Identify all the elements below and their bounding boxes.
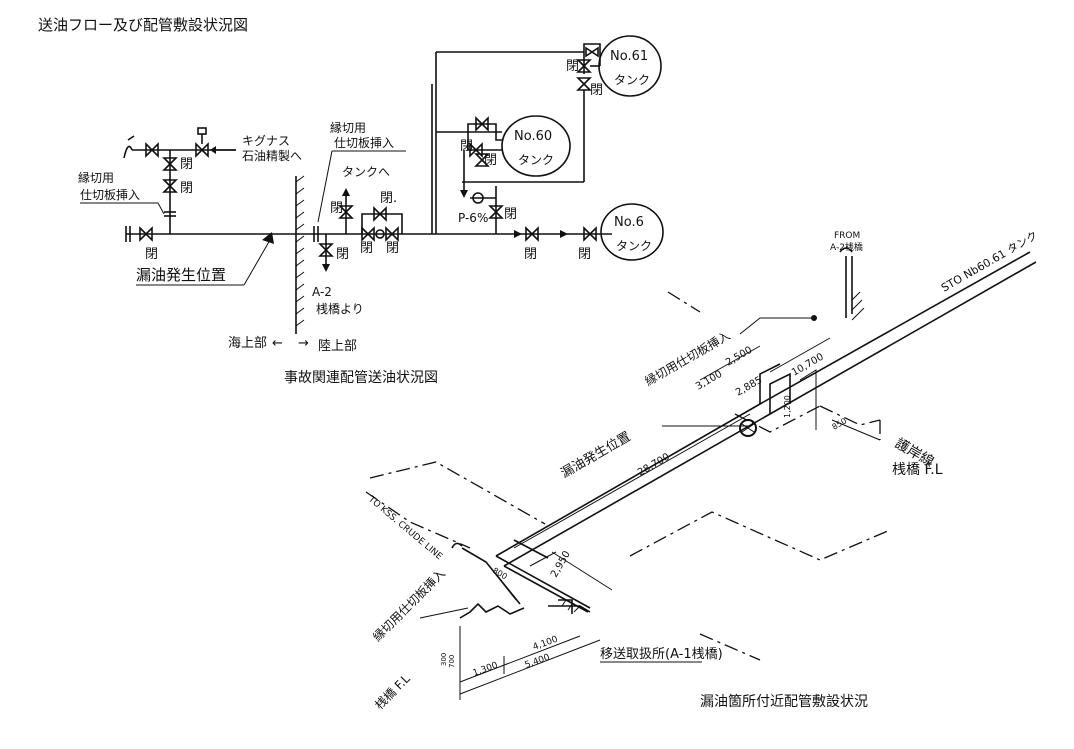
pier-fl-label: 桟橋 F.L bbox=[892, 462, 943, 478]
arrow-up-icon bbox=[342, 188, 350, 196]
valve-icon bbox=[162, 157, 178, 171]
valve-status-label: 閉 bbox=[460, 139, 473, 154]
to-tank-label: STO Nb60.61 タンク bbox=[939, 229, 1040, 295]
valve-icon bbox=[525, 226, 539, 242]
tank-60-label: タンク bbox=[518, 153, 554, 167]
valve-icon bbox=[583, 226, 597, 242]
land-side-label: 陸上部 bbox=[318, 338, 357, 354]
dimension-label: 3,100 bbox=[694, 369, 724, 393]
dimension-label: 300 bbox=[440, 653, 448, 666]
valve-status-label: 閉 bbox=[524, 247, 537, 262]
tank-61-number: No.61 bbox=[610, 49, 648, 64]
valve-icon bbox=[373, 206, 387, 222]
tank-6-number: No.6 bbox=[614, 215, 644, 230]
tank-61 bbox=[598, 35, 662, 97]
arrow-up-icon bbox=[322, 264, 330, 272]
leak-location-label: 漏油発生位置 bbox=[136, 266, 226, 284]
flow-diagram: 閉 閉 閉 キグナス 石油精製へ bbox=[78, 35, 664, 386]
boundary-wall bbox=[295, 175, 305, 334]
pier-fl-label: 桟橋 F.L bbox=[372, 671, 413, 712]
arrow-right-icon bbox=[514, 230, 522, 238]
valve-status-label: 閉 bbox=[180, 181, 193, 196]
valve-status-label: 閉 bbox=[180, 157, 193, 172]
isometric-diagram: FROM A-2桟橋 STO Nb60.61 タンク 縁切用仕切板挿入 漏油発生… bbox=[365, 229, 1040, 712]
valve-icon bbox=[361, 226, 375, 242]
tank-6 bbox=[600, 203, 664, 261]
arrow-left-icon bbox=[210, 146, 236, 154]
transfer-station-label: 移送取扱所(A-1桟橋) bbox=[600, 647, 723, 662]
valve-status-label: 閉. bbox=[380, 191, 397, 206]
tank-6-label: タンク bbox=[616, 239, 652, 253]
pier-label: A-2 bbox=[312, 285, 332, 299]
leak-marker-icon bbox=[262, 232, 274, 244]
valve-icon bbox=[576, 77, 592, 91]
isometric-caption: 漏油箇所付近配管敷設状況 bbox=[700, 693, 868, 710]
dimension-label: 1,300 bbox=[472, 661, 500, 679]
page-title: 送油フロー及び配管敷設状況図 bbox=[38, 16, 248, 34]
valve-icon bbox=[585, 46, 599, 58]
valve-status-label: 閉 bbox=[590, 83, 603, 98]
valve-status-label: 閉 bbox=[504, 207, 517, 222]
leak-marker-icon bbox=[739, 419, 757, 437]
valve-icon bbox=[385, 226, 399, 242]
blind-plate-label: 仕切板挿入 bbox=[334, 136, 394, 150]
tank-61-label: タンク bbox=[614, 73, 650, 87]
arrow-down-icon bbox=[460, 190, 468, 198]
valve-status-label: 閉 bbox=[386, 241, 399, 256]
valve-icon bbox=[474, 153, 490, 167]
arrow-left-icon: ← bbox=[272, 336, 283, 351]
arrow-right-icon bbox=[560, 230, 568, 238]
valve-icon bbox=[576, 59, 592, 73]
sea-side-label: 海上部 bbox=[228, 336, 267, 351]
check-valve-icon bbox=[375, 229, 385, 239]
to-tank-label: タンクへ bbox=[342, 165, 390, 179]
flow-caption: 事故関連配管送油状況図 bbox=[284, 370, 438, 386]
tank-60 bbox=[501, 115, 571, 177]
kygnus-label: 石油精製へ bbox=[242, 149, 302, 163]
valve-icon bbox=[195, 127, 209, 158]
check-valve-icon bbox=[162, 179, 178, 193]
valve-status-label: 閉 bbox=[145, 247, 158, 262]
dimension-label: 700 bbox=[448, 655, 456, 668]
pier-label: 桟橋より bbox=[316, 302, 364, 316]
pump-label: P-6% bbox=[458, 211, 488, 225]
from-label: FROM bbox=[834, 231, 860, 241]
valve-status-label: 閉 bbox=[360, 241, 373, 256]
from-label: A-2桟橋 bbox=[830, 241, 863, 253]
dimension-label: 2,500 bbox=[724, 345, 754, 369]
dimension-label: 28,700 bbox=[636, 452, 672, 479]
valve-status-label: 閉 bbox=[484, 153, 497, 168]
valve-icon bbox=[469, 142, 483, 158]
arrow-right-icon: → bbox=[298, 336, 309, 351]
leak-location-label: 漏油発生位置 bbox=[558, 429, 634, 482]
valve-status-label: 閉 bbox=[336, 247, 349, 262]
to-kss-label: TO KSS. CRUDE LINE bbox=[365, 494, 444, 562]
valve-icon bbox=[475, 116, 489, 132]
valve-status-label: 閉 bbox=[566, 59, 579, 74]
dimension-label: 5,400 bbox=[524, 653, 552, 671]
valve-icon bbox=[488, 205, 504, 219]
dimension-label: 1,200 bbox=[783, 395, 792, 418]
valve-status-label: 閉 bbox=[330, 201, 343, 216]
dimension-label: 4,100 bbox=[532, 635, 560, 653]
blind-plate-label: 縁切用 bbox=[330, 120, 366, 135]
relief-valve-icon bbox=[123, 135, 135, 159]
kygnus-label: キグナス bbox=[242, 134, 290, 148]
blind-plate-label: 縁切用仕切板挿入 bbox=[370, 566, 448, 644]
tank-60-number: No.60 bbox=[514, 129, 552, 144]
valve-icon bbox=[318, 243, 334, 257]
valve-icon bbox=[338, 205, 354, 219]
blind-plate-label: 縁切用 bbox=[78, 170, 114, 185]
blind-plate-label: 仕切板挿入 bbox=[80, 188, 140, 202]
valve-status-label: 閉 bbox=[578, 247, 591, 262]
valve-icon bbox=[145, 142, 159, 158]
valve-icon bbox=[139, 226, 153, 242]
